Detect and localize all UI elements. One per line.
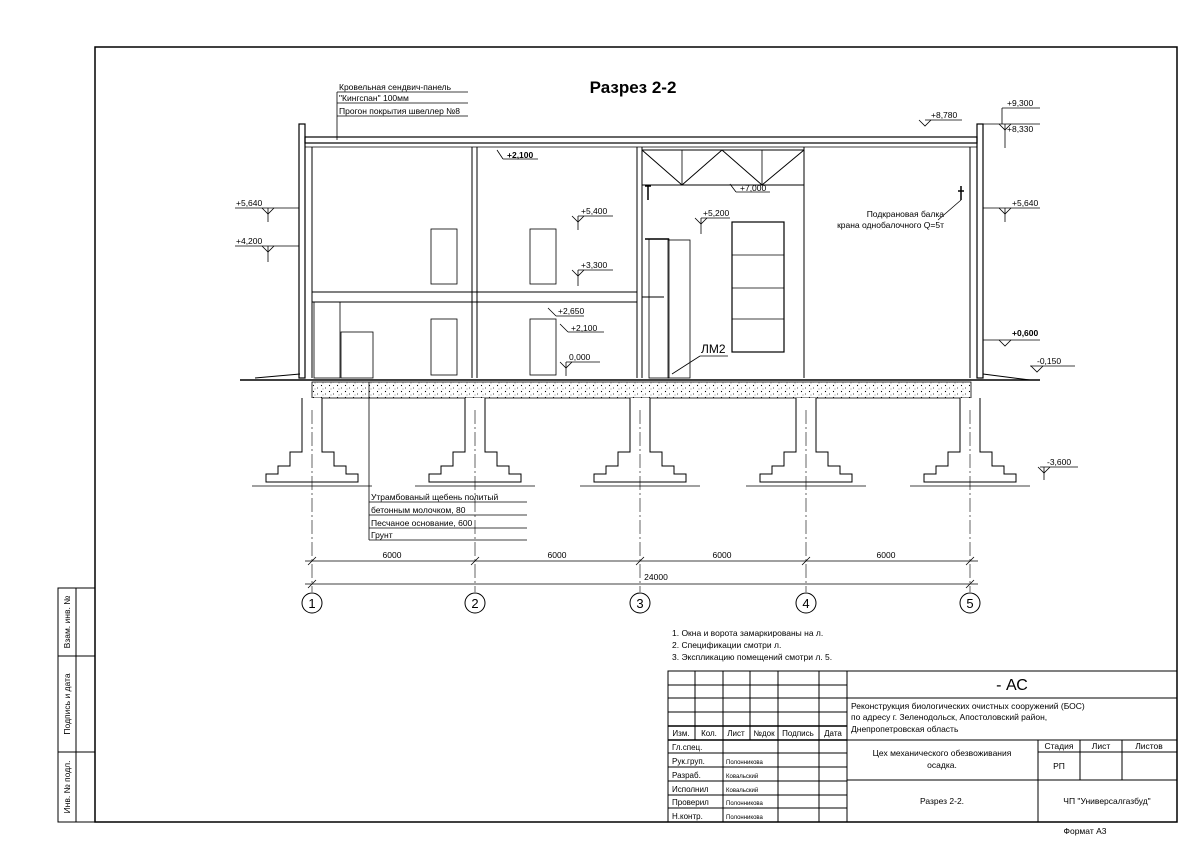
elev-0000: 0,000 <box>569 352 591 362</box>
role-6: Н.контр. <box>672 812 703 821</box>
crane-note-2: крана однобалочного Q=5т <box>837 220 944 230</box>
foundation-layer-2: бетонным молочком, 80 <box>371 505 466 515</box>
sheet-header: Лист <box>1092 741 1111 751</box>
elev-5400: +5,400 <box>581 206 608 216</box>
foundation-bed <box>311 381 972 399</box>
sheet-title: Разрез 2-2. <box>920 796 964 806</box>
drawing-title: Разрез 2-2 <box>590 78 677 97</box>
stage-header: Стадия <box>1045 741 1074 751</box>
elev-0600: +0,600 <box>1012 328 1039 338</box>
elev-top-2100: +2,100 <box>507 150 534 160</box>
elevation-markers <box>235 107 1078 480</box>
object-line-1: Цех механического обезвоживания <box>873 748 1012 758</box>
stamp-original-inv: Инв. № подл. <box>62 761 72 814</box>
col-list: Лист <box>727 729 745 738</box>
foundation-layer-4: Грунт <box>371 530 393 540</box>
axis-label-2: 2 <box>471 596 478 611</box>
stage-value: РП <box>1053 761 1065 771</box>
sheets-header: Листов <box>1135 741 1163 751</box>
role-3: Разраб. <box>672 771 701 780</box>
foundation-layer-1: Утрамбованый щебень политый <box>371 492 499 502</box>
foundation-leader <box>368 382 527 541</box>
doc-code: - АС <box>996 677 1028 694</box>
project-line-3: Днепропетровская область <box>851 724 959 734</box>
col-kol: Кол. <box>701 729 717 738</box>
role-5: Проверил <box>672 798 709 807</box>
stamp-replaced-inv: Взам. инв. № <box>62 596 72 649</box>
title-block <box>667 670 1178 823</box>
name-4: Ковальский <box>726 787 758 794</box>
axis-bubbles <box>301 592 981 614</box>
elev-5200: +5,200 <box>703 208 730 218</box>
sheet-frame <box>94 46 1178 823</box>
roof-layer-2: "Кингспан" 100мм <box>339 93 409 103</box>
note-3: 3. Экспликацию помещений смотри л. 5. <box>672 652 832 662</box>
elev-3300: +3,300 <box>581 260 608 270</box>
elev-7000: +7,000 <box>740 183 767 193</box>
axis-label-5: 5 <box>966 596 973 611</box>
role-1: Гл.спец. <box>672 743 702 752</box>
roof-layer-1: Кровельная сендвич-панель <box>339 82 452 92</box>
elev-minus-3600: -3,600 <box>1047 457 1071 467</box>
role-2: Рук.груп. <box>672 757 705 766</box>
name-5: Полонникова <box>726 801 764 807</box>
crane-note-1: Подкрановая балка <box>867 209 945 219</box>
name-2: Полонникова <box>726 760 764 766</box>
company-name: ЧП "Универсалгазбуд" <box>1063 796 1150 806</box>
note-2: 2. Спецификации смотри л. <box>672 640 781 650</box>
building-section <box>240 123 1040 381</box>
col-signature: Подпись <box>782 729 814 738</box>
axis-label-1: 1 <box>308 596 315 611</box>
elev-left-4200: +4,200 <box>236 236 263 246</box>
roof-leader <box>336 91 468 140</box>
axis-label-4: 4 <box>802 596 809 611</box>
dim-span-1: 6000 <box>383 550 402 560</box>
role-4: Исполнил <box>672 785 709 794</box>
axis-label-3: 3 <box>636 596 643 611</box>
sheet-format: Формат А3 <box>1064 826 1107 836</box>
project-line-1: Реконструкция биологических очистных соо… <box>851 701 1085 711</box>
elev-left-5640: +5,640 <box>236 198 263 208</box>
elev-8780: +8,780 <box>931 110 958 120</box>
name-3: Ковальский <box>726 773 758 780</box>
object-line-2: осадка. <box>927 760 957 770</box>
stamp-signature-date: Подпись и дата <box>62 673 72 734</box>
note-1: 1. Окна и ворота замаркированы на л. <box>672 628 823 638</box>
col-ndok: №док <box>753 729 775 738</box>
stair-label: ЛМ2 <box>701 342 726 356</box>
elev-right-5640: +5,640 <box>1012 198 1039 208</box>
side-stamp <box>57 587 96 823</box>
foundation-layer-3: Песчаное основание, 600 <box>371 518 473 528</box>
elev-2650: +2,650 <box>558 306 585 316</box>
axis-lines <box>311 410 971 592</box>
dimension-lines <box>305 556 978 589</box>
project-line-2: по адресу г. Зеленодольск, Апостоловский… <box>851 712 1047 722</box>
roof-layer-3: Прогон покрытия швеллер №8 <box>339 106 460 116</box>
name-6: Полонникова <box>726 815 764 821</box>
dim-span-3: 6000 <box>713 550 732 560</box>
dim-span-2: 6000 <box>548 550 567 560</box>
col-date: Дата <box>824 729 842 738</box>
elev-minus-0150: -0,150 <box>1037 356 1061 366</box>
dim-span-4: 6000 <box>877 550 896 560</box>
elev-2100: +2,100 <box>571 323 598 333</box>
dim-total: 24000 <box>644 572 668 582</box>
elev-9300: +9,300 <box>1007 98 1034 108</box>
col-izm: Изм. <box>672 729 689 738</box>
elev-8330: +8,330 <box>1007 124 1034 134</box>
